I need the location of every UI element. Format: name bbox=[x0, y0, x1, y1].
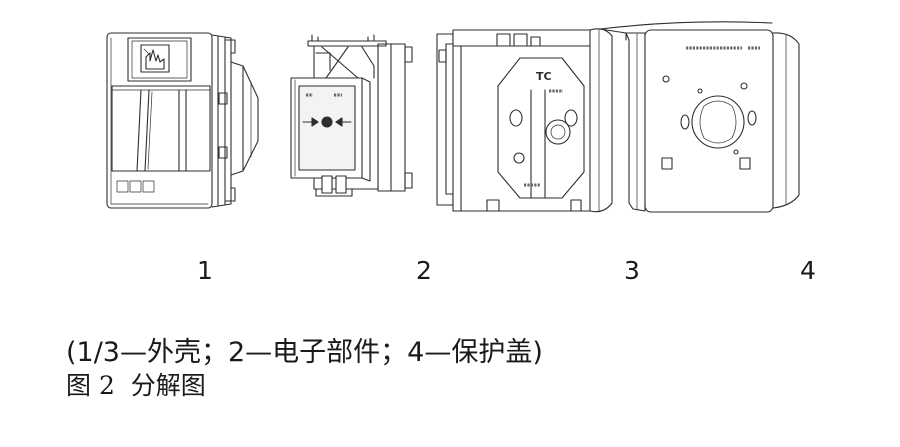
cover-right-side bbox=[772, 32, 800, 209]
module-contact-spring bbox=[315, 52, 331, 71]
operating-window-divider bbox=[136, 89, 142, 172]
alarm-symbol-icon bbox=[145, 49, 165, 70]
module-side-tab bbox=[404, 46, 413, 63]
screw-hole bbox=[509, 109, 523, 127]
housing-rear-top-tab bbox=[496, 33, 511, 47]
logo-glyph-mark bbox=[116, 180, 129, 193]
housing-rear-bottom-tab bbox=[570, 199, 582, 212]
housing-rear-top-tab bbox=[513, 33, 528, 47]
housing-side-notch bbox=[218, 92, 228, 105]
module-terminal bbox=[321, 175, 333, 194]
cover-center-opening bbox=[691, 95, 745, 149]
housing-rear-marking: TC bbox=[536, 70, 552, 83]
module-contact-spring bbox=[361, 46, 375, 79]
housing-rear-top-tab bbox=[530, 36, 541, 47]
screw-hole bbox=[564, 109, 578, 127]
part-label-2: 2 bbox=[416, 256, 432, 285]
part-label-3: 3 bbox=[624, 256, 640, 285]
cover-mounting-slot bbox=[680, 114, 690, 130]
housing-rear-boss bbox=[497, 57, 585, 199]
electronic-module-drawing bbox=[290, 34, 413, 197]
module-contact-spring bbox=[321, 46, 359, 79]
module-top-rail bbox=[307, 40, 387, 47]
cover-latch bbox=[661, 157, 673, 170]
housing-bottom-clip bbox=[225, 187, 236, 202]
housing-front-bevel bbox=[110, 37, 209, 205]
cable-entry-hole bbox=[545, 119, 571, 145]
operating-window bbox=[111, 85, 211, 172]
indicator-window-frame bbox=[127, 37, 192, 82]
cover-top-edge bbox=[599, 21, 773, 30]
press-arrow-right-head-icon bbox=[335, 117, 343, 127]
press-arrow-left-head-icon bbox=[311, 117, 319, 127]
part-label-4: 4 bbox=[800, 256, 816, 285]
figure-caption: 图 2 分解图 bbox=[66, 371, 206, 400]
housing-front-drawing bbox=[106, 32, 259, 209]
housing-mounting-boss bbox=[230, 61, 259, 176]
module-button-panel bbox=[298, 85, 356, 171]
protective-cover-drawing bbox=[599, 21, 800, 213]
cover-front-face bbox=[644, 29, 774, 213]
cover-pin-hole bbox=[740, 82, 748, 90]
indicator-window bbox=[131, 40, 188, 79]
module-bottom-foot bbox=[315, 188, 353, 197]
cover-left-side bbox=[625, 32, 646, 212]
cover-center-opening-rim bbox=[699, 100, 737, 144]
module-terminal bbox=[335, 175, 347, 194]
housing-rear-side-panel bbox=[589, 28, 613, 213]
cable-entry-hole-inner bbox=[550, 124, 566, 140]
indicator-icon-frame bbox=[140, 44, 170, 73]
cover-pin-hole bbox=[733, 149, 739, 155]
exploded-view-drawings: TC bbox=[106, 21, 800, 213]
housing-rear-drawing: TC bbox=[436, 28, 613, 213]
cover-mounting-slot bbox=[747, 110, 757, 126]
part-label-1: 1 bbox=[197, 256, 213, 285]
operating-window-shadow bbox=[147, 91, 153, 170]
cover-latch bbox=[739, 157, 751, 170]
cover-pin-hole bbox=[697, 88, 703, 94]
housing-logo-mark bbox=[116, 180, 155, 193]
housing-rear-bottom-tab bbox=[486, 199, 500, 212]
module-side-tab bbox=[404, 172, 413, 189]
screw-hole bbox=[513, 152, 525, 164]
housing-side-notch bbox=[218, 146, 228, 159]
logo-glyph-mark bbox=[142, 180, 155, 193]
housing-side-wall bbox=[211, 34, 232, 208]
cover-hinge-flap bbox=[599, 28, 627, 41]
cover-pin-hole bbox=[662, 75, 670, 83]
housing-top-clip bbox=[225, 39, 236, 54]
figure-legend: (1/3—外壳；2—电子部件；4—保护盖) bbox=[66, 337, 543, 368]
press-point-icon bbox=[321, 116, 333, 128]
housing-rear-left-slot bbox=[438, 49, 447, 63]
operating-window-divider bbox=[144, 89, 150, 172]
module-contact-spring bbox=[325, 46, 349, 79]
alarm-symbol-icon-stroke bbox=[143, 48, 150, 55]
logo-glyph-mark bbox=[129, 180, 142, 193]
